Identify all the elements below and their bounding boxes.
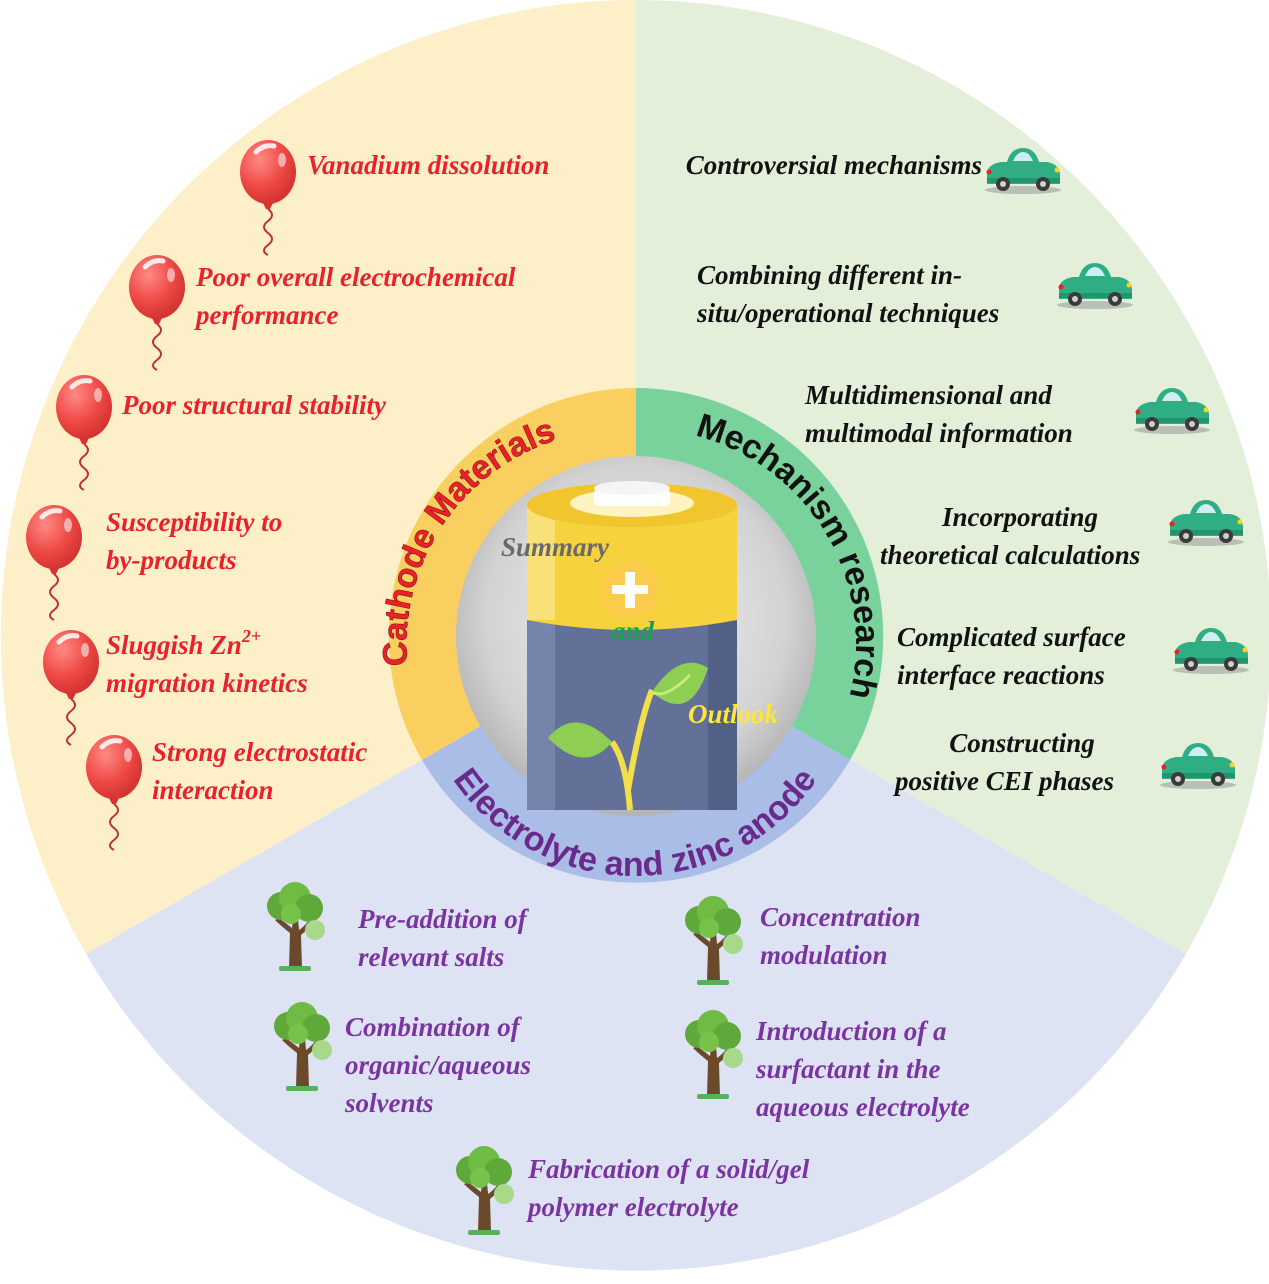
mechanism-item-text: Multidimensional and: [804, 380, 1052, 410]
cathode-item-3: Poor structural stability: [56, 375, 387, 490]
center-and-label: and: [612, 616, 655, 646]
center-summary-label: Summary: [501, 532, 610, 562]
sprout-icon: [548, 662, 708, 811]
mechanism-item-text: positive CEI phases: [893, 766, 1114, 796]
mechanism-item-3: Multidimensional and multimodal informat…: [804, 380, 1210, 448]
electrolyte-item-text: modulation: [760, 940, 888, 970]
electrolyte-item-text: surfactant in the: [755, 1054, 941, 1084]
mechanism-item-text: Constructing: [949, 728, 1095, 758]
mechanism-item-text: theoretical calculations: [880, 540, 1140, 570]
battery-icon: [527, 481, 737, 811]
electrolyte-item-text: Pre-addition of: [357, 904, 530, 934]
cathode-item-1: Vanadium dissolution: [240, 140, 549, 255]
cathode-item-text: Strong electrostatic: [152, 737, 367, 767]
electrolyte-item-text: relevant salts: [358, 942, 504, 972]
cathode-item-5: Sluggish Zn2+ migration kinetics: [43, 626, 308, 745]
mechanism-item-5: Complicated surface interface reactions: [897, 622, 1249, 690]
cathode-item-4: Susceptibility to by-products: [26, 505, 282, 620]
cathode-item-text: Sluggish Zn2+: [106, 626, 261, 660]
cathode-item-text: Poor structural stability: [121, 390, 387, 420]
electrolyte-item-5: Fabrication of a solid/gel polymer elect…: [456, 1146, 810, 1235]
cathode-item-2: Poor overall electrochemical performance: [129, 255, 516, 370]
electrolyte-item-text: Introduction of a: [755, 1016, 947, 1046]
electrolyte-item-1: Pre-addition of relevant salts: [267, 882, 530, 972]
electrolyte-item-4: Introduction of a surfactant in the aque…: [685, 1010, 970, 1122]
mechanism-item-2: Combining different in- situ/operational…: [696, 260, 1133, 328]
center-outlook-label: Outlook: [688, 699, 779, 729]
cathode-item-text: by-products: [106, 545, 237, 575]
cathode-item-6: Strong electrostatic interaction: [86, 735, 367, 850]
electrolyte-item-text: Fabrication of a solid/gel: [527, 1154, 810, 1184]
cathode-item-text: Susceptibility to: [106, 507, 282, 537]
electrolyte-item-3: Combination of organic/aqueous solvents: [274, 1002, 531, 1118]
cathode-item-text: interaction: [152, 775, 274, 805]
electrolyte-item-text: Concentration: [760, 902, 921, 932]
electrolyte-item-text: polymer electrolyte: [526, 1192, 739, 1222]
electrolyte-item-2: Concentration modulation: [685, 896, 921, 985]
electrolyte-item-text: Combination of: [345, 1012, 523, 1042]
electrolyte-item-text: aqueous electrolyte: [756, 1092, 970, 1122]
mechanism-item-text: Complicated surface: [897, 622, 1126, 652]
cathode-item-text: migration kinetics: [106, 668, 308, 698]
mechanism-item-4: Incorporating theoretical calculations: [880, 500, 1244, 570]
mechanism-item-1: Controversial mechanisms: [686, 148, 1061, 194]
mechanism-item-text: situ/operational techniques: [696, 298, 999, 328]
mechanism-item-text: Incorporating: [941, 502, 1098, 532]
electrolyte-sector: [86, 636, 1186, 1271]
mechanism-item-text: Controversial mechanisms: [686, 150, 982, 180]
cathode-item-text: Vanadium dissolution: [307, 150, 549, 180]
cathode-item-text: performance: [194, 300, 338, 330]
electrolyte-item-text: organic/aqueous: [345, 1050, 531, 1080]
cathode-item-text: Poor overall electrochemical: [195, 262, 516, 292]
mechanism-item-text: Combining different in-: [697, 260, 962, 290]
mechanism-item-text: interface reactions: [897, 660, 1105, 690]
electrolyte-item-text: solvents: [344, 1088, 434, 1118]
mechanism-item-text: multimodal information: [805, 418, 1073, 448]
mechanism-item-6: Constructing positive CEI phases: [893, 728, 1236, 796]
